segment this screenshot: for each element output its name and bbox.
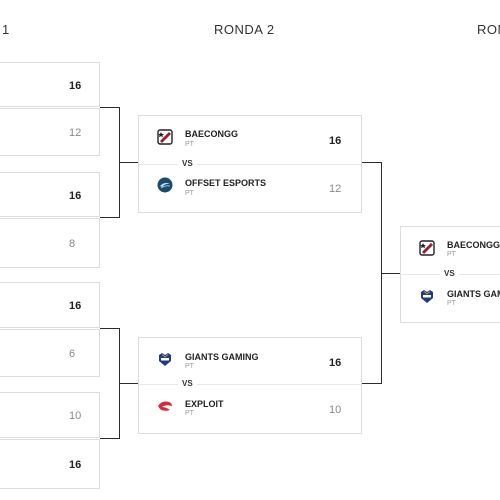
score: 16 bbox=[329, 357, 342, 369]
team-region: PT bbox=[185, 363, 194, 370]
team-region: PT bbox=[185, 410, 194, 417]
round1-match-4-team-1[interactable]: 10 bbox=[0, 392, 100, 438]
score: 16 bbox=[69, 190, 82, 202]
team-region: PT bbox=[447, 300, 456, 307]
round1-match-2-team-1[interactable]: 16 bbox=[0, 172, 100, 217]
giants-gaming-logo-icon bbox=[421, 290, 433, 303]
score: 16 bbox=[69, 459, 82, 471]
score: 16 bbox=[329, 135, 342, 147]
connector-line bbox=[100, 438, 120, 439]
vs-label: VS bbox=[178, 379, 197, 388]
round1-match-1-team-1[interactable]: 16 bbox=[0, 62, 100, 107]
connector-line bbox=[100, 107, 120, 108]
divider bbox=[139, 164, 361, 165]
score: 12 bbox=[329, 183, 342, 195]
round1-match-3-team-2[interactable]: 6 bbox=[0, 329, 100, 377]
round2-match-2[interactable]: GIANTS GAMING PT 16 VS EXPLOIT PT 10 bbox=[138, 337, 362, 434]
team-region: PT bbox=[185, 141, 194, 148]
team-name: EXPLOIT bbox=[185, 399, 224, 409]
score: 10 bbox=[329, 404, 342, 416]
round1-match-3-team-1[interactable]: 16 bbox=[0, 282, 100, 328]
round1-match-1-team-2[interactable]: 12 bbox=[0, 108, 100, 156]
vs-label: VS bbox=[440, 269, 459, 278]
vs-label: VS bbox=[178, 159, 197, 168]
divider bbox=[139, 384, 361, 385]
exploit-logo-icon bbox=[158, 401, 172, 411]
connector-line bbox=[362, 162, 382, 163]
giants-gaming-logo-icon bbox=[159, 353, 171, 366]
round-1-title: 1 bbox=[2, 22, 10, 37]
connector-line bbox=[119, 162, 138, 163]
round1-match-4-team-2[interactable]: 16 bbox=[0, 439, 100, 489]
baecongg-logo-icon bbox=[157, 129, 173, 145]
connector-line bbox=[100, 328, 120, 329]
team-name: GIANTS GAMING bbox=[185, 352, 259, 362]
team-name: BAECONGG bbox=[447, 240, 500, 250]
score: 16 bbox=[69, 80, 82, 92]
score: 12 bbox=[69, 127, 82, 139]
team-name: OFFSET ESPORTS bbox=[185, 178, 267, 188]
team-region: PT bbox=[447, 251, 456, 258]
baecongg-logo-icon bbox=[419, 240, 435, 256]
round-3-title: RON bbox=[477, 22, 500, 37]
score: 6 bbox=[69, 348, 76, 360]
round1-match-2-team-2[interactable]: 8 bbox=[0, 218, 100, 268]
connector-line bbox=[362, 383, 382, 384]
round3-match-1[interactable]: BAECONGG PT VS GIANTS GAM PT bbox=[400, 226, 500, 323]
offset-esports-logo-icon bbox=[157, 177, 173, 193]
team-name: BAECONGG bbox=[185, 129, 239, 139]
team-region: PT bbox=[185, 190, 194, 197]
round2-match-1[interactable]: BAECONGG PT 16 VS OFFSET ESPORTS PT 12 bbox=[138, 115, 362, 213]
connector-line bbox=[119, 383, 138, 384]
team-name: GIANTS GAM bbox=[447, 289, 500, 299]
score: 16 bbox=[69, 300, 82, 312]
connector-line bbox=[100, 217, 120, 218]
round-2-title: RONDA 2 bbox=[214, 22, 275, 37]
connector-line bbox=[381, 273, 400, 274]
score: 8 bbox=[69, 238, 76, 250]
score: 10 bbox=[69, 410, 82, 422]
